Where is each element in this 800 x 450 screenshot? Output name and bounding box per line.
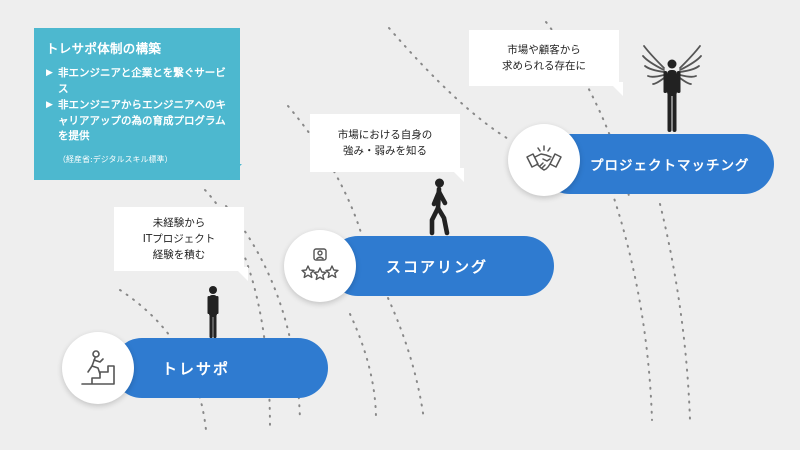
step-icon-circle [284,230,356,302]
info-item: ▶ 非エンジニアからエンジニアへのキャリアアップの為の育成プログラムを提供 [46,98,228,145]
info-item-text: 非エンジニアと企業とを繋ぐサービス [58,67,226,95]
triangle-bullet-icon: ▶ [46,68,53,78]
bubble-line: 強み・弱みを知る [343,145,427,157]
dotted-arc [349,313,377,421]
step-pill-torasapo: トレサポ [112,338,328,398]
bubble-line: 経験を積む [152,249,206,261]
dotted-arc [611,191,653,421]
speech-bubble-2: 市場における自身の 強み・弱みを知る [310,114,464,182]
bubble-tail [234,267,248,281]
speech-bubble-1: 未経験から ITプロジェクト 経験を積む [114,207,248,281]
bubble-line: 求められる存在に [502,60,586,72]
dotted-arc [387,297,425,421]
handshake-icon [526,145,562,171]
walking-person-icon [429,178,450,236]
step-label: スコアリング [386,257,489,276]
speech-bubble-3: 市場や顧客から 求められる存在に [469,30,623,96]
bubble-line: ITプロジェクト [142,233,216,245]
winged-person-icon [642,45,702,132]
info-title: トレサポ体制の構築 [46,41,162,56]
dotted-arc [659,203,691,421]
info-item: ▶ 非エンジニアと企業とを繋ぐサービス [46,66,228,97]
step-icon-circle [508,124,580,196]
bubble-line: 未経験から [152,217,206,229]
bubble-line: 市場における自身の [337,129,433,141]
step-pill-scoring: スコアリング [328,236,554,296]
stairs-climbing-person-icon [81,350,115,385]
dotted-arc [388,27,511,141]
bubble-tail [609,82,623,96]
step-icon-circle [62,332,134,404]
person-with-stars-icon [301,248,339,281]
step-label: プロジェクトマッチング [590,158,750,174]
bubble-line: 市場や顧客から [507,44,581,56]
bubble-tail [450,168,464,182]
info-note: （経産省:デジタルスキル標準） [58,154,173,164]
info-item-text: 非エンジニアからエンジニアへのキャリアアップの為の育成プログラムを提供 [58,99,226,142]
info-box: トレサポ体制の構築 ▶ 非エンジニアと企業とを繋ぐサービス ▶ 非エンジニアから… [34,28,240,180]
step-label: トレサポ [162,359,231,378]
standing-person-icon [207,286,219,338]
info-box-tail [226,164,242,180]
triangle-bullet-icon: ▶ [46,100,53,110]
